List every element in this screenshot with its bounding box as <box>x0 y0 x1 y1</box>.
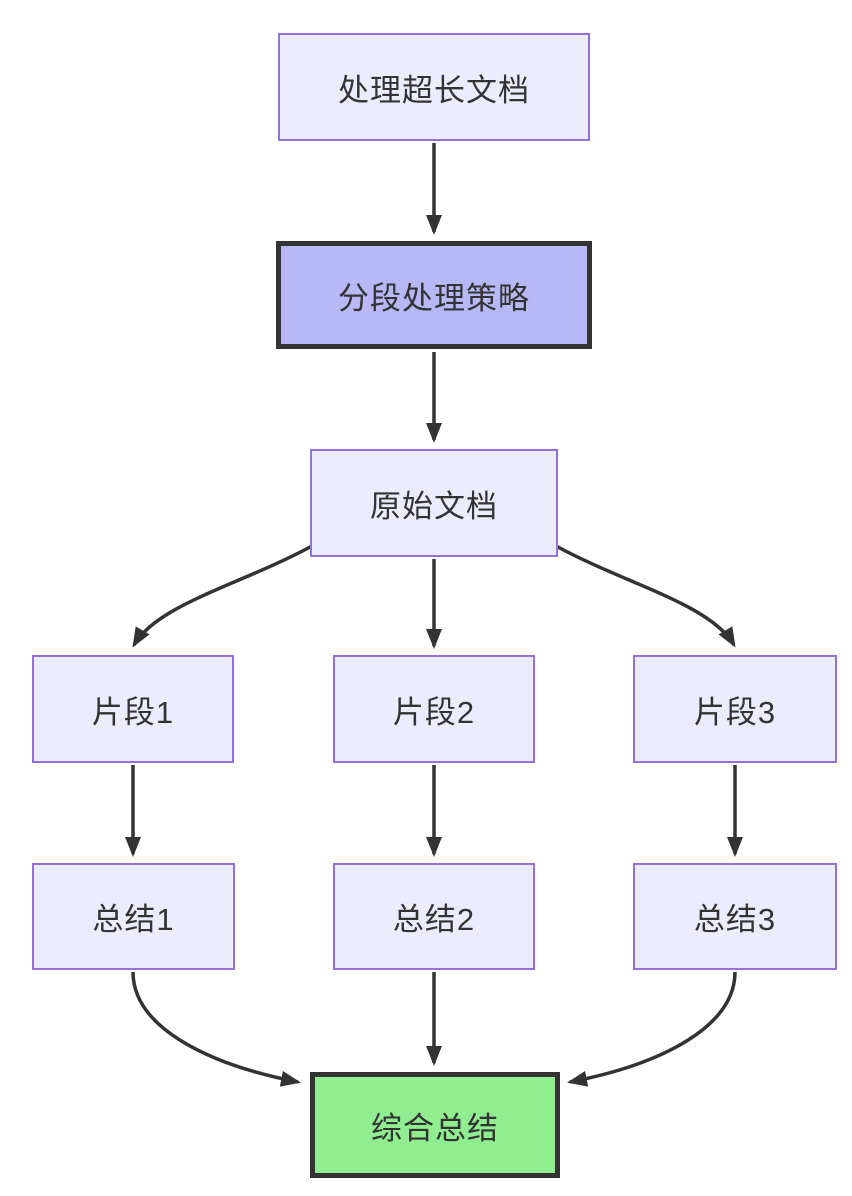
node-fragment-2: 片段2 <box>333 655 535 763</box>
edge-summary3-to-final <box>567 971 737 1087</box>
node-segmentation-strategy: 分段处理策略 <box>276 241 592 349</box>
node-final-summary: 综合总结 <box>310 1072 560 1178</box>
edge-summary1-to-final <box>131 971 301 1087</box>
edge-original-to-fragment3 <box>555 544 736 648</box>
node-summary-3: 总结3 <box>633 863 837 970</box>
node-summary-1: 总结1 <box>32 863 235 970</box>
node-fragment-3: 片段3 <box>633 655 837 763</box>
node-fragment-1: 片段1 <box>32 655 234 763</box>
node-original-document: 原始文档 <box>310 449 558 557</box>
node-summary-2: 总结2 <box>333 863 535 970</box>
edge-original-to-fragment1 <box>132 544 313 648</box>
node-process-long-document: 处理超长文档 <box>278 33 590 141</box>
